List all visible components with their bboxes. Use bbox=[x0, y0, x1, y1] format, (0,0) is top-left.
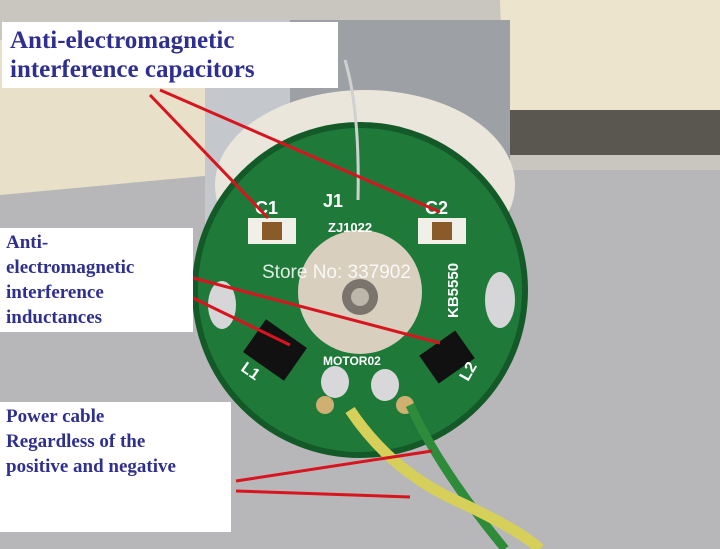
capacitors-label: Anti-electromagnetic interference capaci… bbox=[2, 22, 338, 88]
green-wire bbox=[405, 403, 509, 549]
pcb-label-j1: J1 bbox=[323, 191, 343, 211]
inductances-label: Anti- electromagnetic interference induc… bbox=[0, 228, 193, 332]
pcb-label-c2: C2 bbox=[425, 198, 448, 218]
terminal-hole-1 bbox=[316, 396, 334, 414]
inductances-label-line2: electromagnetic bbox=[6, 257, 135, 278]
solder-right bbox=[485, 272, 515, 328]
solder-terminal-2 bbox=[371, 369, 399, 401]
pointer-inductor-l2 bbox=[192, 276, 441, 345]
capacitors-label-line2: interference capacitors bbox=[10, 56, 255, 83]
store-watermark: Store No: 337902 bbox=[262, 262, 411, 283]
pointer-capacitor-c2 bbox=[159, 88, 441, 214]
inductor-l2 bbox=[419, 330, 475, 384]
power-label-line2: Regardless of the bbox=[6, 431, 146, 452]
dark-shelf bbox=[505, 110, 720, 155]
power-cable-label: Power cable Regardless of the positive a… bbox=[0, 402, 231, 532]
capacitor-lead bbox=[343, 59, 360, 201]
capacitor-c1 bbox=[262, 222, 282, 240]
inductances-label-line1: Anti- bbox=[6, 232, 49, 253]
pcb-edge bbox=[192, 122, 528, 458]
power-label-line1: Power cable bbox=[6, 406, 105, 427]
power-label-line3: positive and negative bbox=[6, 456, 176, 477]
solder-terminal-1 bbox=[321, 366, 349, 398]
pointer-capacitor-c1 bbox=[148, 93, 270, 220]
pcb-label-model: ZJ1022 bbox=[328, 220, 372, 235]
pcb-label-c1: C1 bbox=[255, 198, 278, 218]
pcb-label-motor: MOTOR02 bbox=[323, 354, 381, 368]
inductances-label-line4: inductances bbox=[6, 307, 103, 328]
yellow-wire bbox=[345, 406, 544, 549]
inductances-label-line3: interference bbox=[6, 282, 104, 303]
pointer-power-green bbox=[235, 489, 411, 499]
pointer-inductor-l1 bbox=[192, 296, 291, 347]
capacitor-c2 bbox=[432, 222, 452, 240]
pcb-label-kb: KB5550 bbox=[445, 263, 462, 318]
capacitors-label-line1: Anti-electromagnetic bbox=[10, 27, 235, 54]
inductor-l1 bbox=[243, 319, 307, 381]
pointer-power-yellow bbox=[235, 449, 433, 483]
shaft-center bbox=[351, 288, 369, 306]
